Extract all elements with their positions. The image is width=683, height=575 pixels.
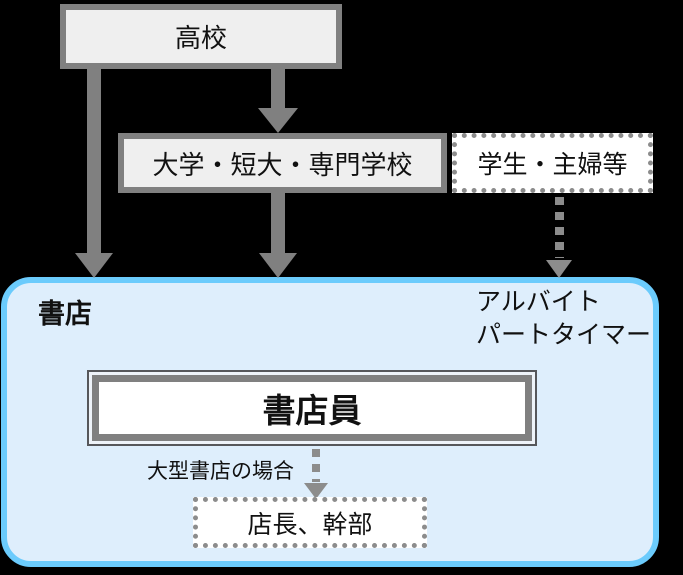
node-bookstore-clerk: 書店員 (87, 370, 537, 446)
arrow-clerk-to-manager-dotted-shaft (312, 449, 320, 482)
arrow-university-to-bookstore-shaft (271, 193, 285, 254)
node-manager-executives: 店長、幹部 (193, 497, 427, 548)
arrow-highschool-to-university-shaft (271, 69, 285, 109)
arrow-clerk-to-manager-head-icon (304, 483, 328, 499)
arrow-highschool-to-bookstore-shaft (87, 69, 101, 254)
large-store-note: 大型書店の場合 (147, 460, 294, 483)
parttime-label-line1: アルバイト (476, 288, 601, 316)
node-highschool-label: 高校 (174, 23, 227, 53)
node-students-housewives-label: 学生・主婦等 (477, 151, 628, 179)
node-manager-executives-label: 店長、幹部 (247, 510, 373, 539)
arrow-university-to-bookstore-head-icon (259, 253, 297, 278)
parttime-label-line2: パートタイマー (476, 321, 652, 349)
node-students-housewives: 学生・主婦等 (452, 133, 653, 193)
parttime-label: アルバイト パートタイマー (476, 286, 651, 352)
node-highschool: 高校 (60, 4, 342, 69)
arrow-students-to-bookstore-dotted-shaft (555, 197, 564, 258)
node-bookstore-clerk-label: 書店員 (262, 392, 362, 429)
node-bookstore-clerk-inner: 書店員 (92, 375, 532, 441)
node-university-label: 大学・短大・専門学校 (152, 149, 413, 180)
arrow-highschool-to-university-head-icon (258, 108, 298, 133)
arrow-students-to-bookstore-head-icon (546, 260, 572, 278)
node-university: 大学・短大・専門学校 (118, 133, 447, 193)
bookstore-area-title: 書店 (38, 299, 92, 329)
arrow-highschool-to-bookstore-head-icon (75, 253, 113, 278)
